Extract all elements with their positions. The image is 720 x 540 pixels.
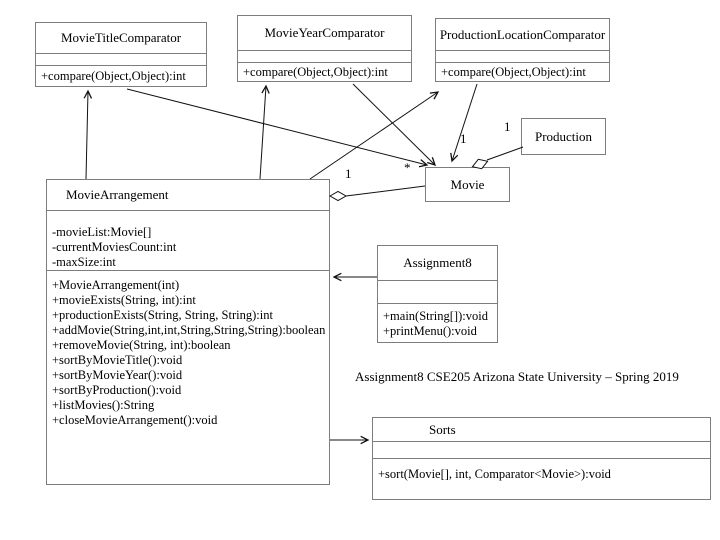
attributes-compartment: -movieList:Movie[] -currentMoviesCount:i…	[47, 210, 329, 270]
method: +printMenu():void	[383, 324, 477, 338]
attribute: -movieList:Movie[]	[52, 225, 152, 239]
arrow-arrangement-to-production-location-comparator	[309, 91, 440, 180]
diagram-caption: Assignment8 CSE205 Arizona State Univers…	[355, 369, 679, 384]
method: +sort(Movie[], int, Comparator<Movie>):v…	[378, 467, 611, 481]
attributes-compartment	[373, 441, 710, 458]
method: +listMovies():String	[52, 398, 155, 412]
method: +compare(Object,Object):int	[441, 65, 586, 79]
class-movie: Movie	[425, 167, 510, 202]
attribute: -maxSize:int	[52, 255, 116, 269]
class-name: Assignment8	[403, 255, 472, 270]
attributes-compartment	[436, 50, 609, 62]
class-name: Sorts	[429, 422, 456, 437]
arrow-movie-year-comparator-to-movie	[352, 83, 437, 167]
class-production-location-comparator: ProductionLocationComparator +compare(Ob…	[435, 18, 610, 82]
class-movie-arrangement: MovieArrangement -movieList:Movie[] -cur…	[46, 179, 330, 485]
class-name: ProductionLocationComparator	[439, 27, 606, 42]
method: +productionExists(String, String, String…	[52, 308, 273, 322]
arrow-movie-title-comparator-to-movie	[126, 88, 429, 168]
class-production: Production	[521, 118, 606, 155]
methods-compartment: +compare(Object,Object):int	[238, 62, 411, 81]
arrow-production-location-comparator-to-movie	[450, 83, 478, 163]
class-sorts: Sorts +sort(Movie[], int, Comparator<Mov…	[372, 417, 711, 500]
method: +compare(Object,Object):int	[41, 69, 186, 83]
attributes-compartment	[36, 53, 206, 65]
class-name: MovieArrangement	[66, 187, 169, 202]
multiplicity-arrangement-end: 1	[345, 166, 352, 181]
method: +sortByProduction():void	[52, 383, 182, 397]
method: +movieExists(String, int):int	[52, 293, 196, 307]
method: +addMovie(String,int,int,String,String,S…	[52, 323, 326, 337]
method: +removeMovie(String, int):boolean	[52, 338, 231, 352]
method: +sortByMovieTitle():void	[52, 353, 183, 367]
attributes-compartment	[378, 280, 497, 303]
methods-compartment: +compare(Object,Object):int	[36, 65, 206, 86]
methods-compartment: +main(String[]):void +printMenu():void	[378, 303, 497, 342]
multiplicity-production-end: 1	[504, 119, 511, 134]
multiplicity-movie-aggregation-end: 1	[460, 131, 467, 146]
method: +MovieArrangement(int)	[52, 278, 180, 292]
class-movie-title-comparator: MovieTitleComparator +compare(Object,Obj…	[35, 22, 207, 87]
multiplicity-movie-end: *	[404, 160, 411, 175]
attribute: -currentMoviesCount:int	[52, 240, 177, 254]
class-name: MovieTitleComparator	[60, 30, 182, 45]
method: +closeMovieArrangement():void	[52, 413, 218, 427]
method: +main(String[]):void	[383, 309, 488, 323]
method: +compare(Object,Object):int	[243, 65, 388, 79]
aggregation-line-movie-production	[486, 146, 524, 161]
methods-compartment: +MovieArrangement(int) +movieExists(Stri…	[47, 270, 329, 484]
class-name: Production	[534, 129, 593, 144]
attributes-compartment	[238, 50, 411, 62]
class-name: MovieYearComparator	[264, 25, 385, 40]
arrow-arrangement-to-movie-title-comparator	[83, 89, 93, 180]
methods-compartment: +compare(Object,Object):int	[436, 62, 609, 81]
arrow-arrangement-to-movie-year-comparator	[259, 84, 270, 180]
methods-compartment: +sort(Movie[], int, Comparator<Movie>):v…	[373, 458, 710, 499]
class-assignment8: Assignment8 +main(String[]):void +printM…	[377, 245, 498, 343]
aggregation-diamond-arrangement	[328, 190, 348, 202]
class-movie-year-comparator: MovieYearComparator +compare(Object,Obje…	[237, 15, 412, 82]
aggregation-line-arrangement-movie	[345, 185, 426, 197]
method: +sortByMovieYear():void	[52, 368, 183, 382]
class-name: Movie	[450, 177, 485, 192]
